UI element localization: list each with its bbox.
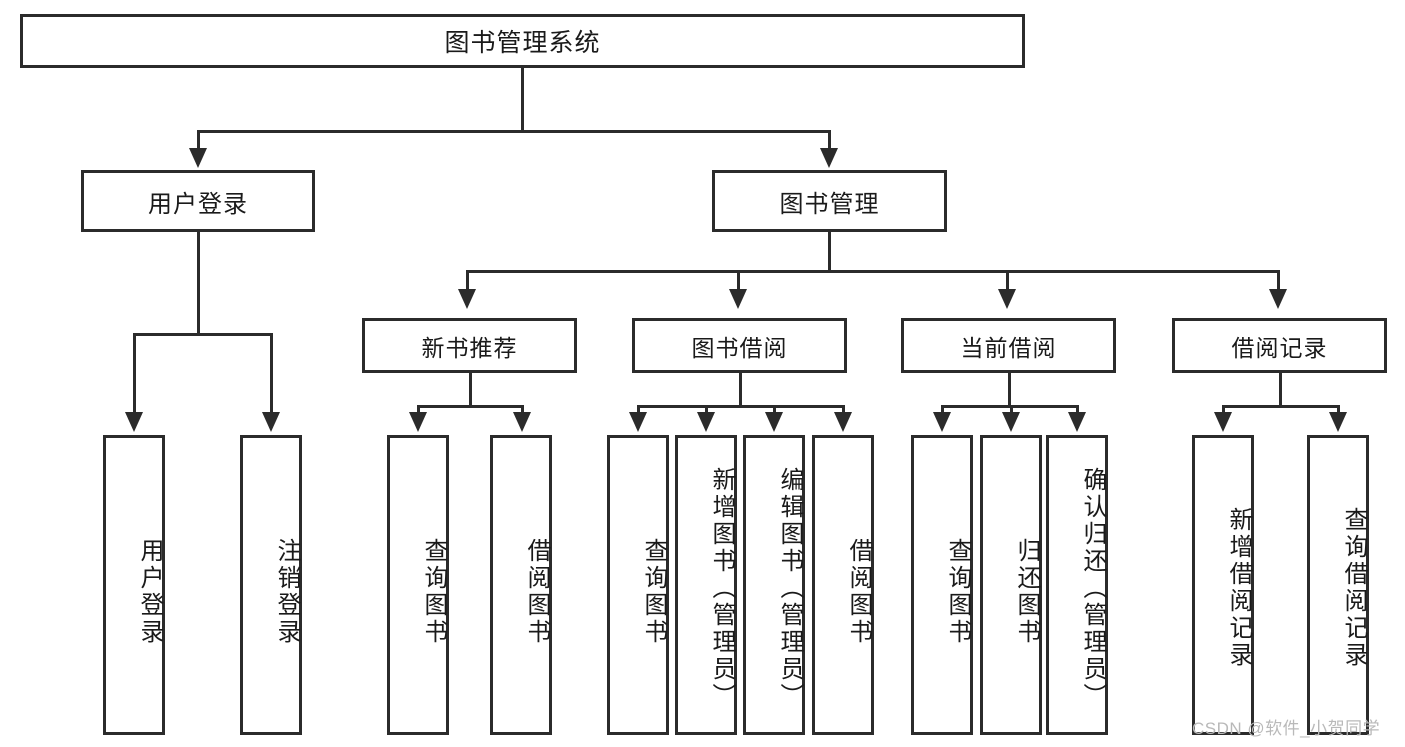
connector-book-mgmt-stem: [828, 232, 831, 272]
node-label: 图书管理: [779, 190, 880, 218]
node-label: 当前借阅: [960, 334, 1057, 361]
node-label: 图书管理系统: [444, 29, 601, 57]
node-label: 用户登录: [136, 538, 163, 646]
connector-root-to-book-mgmt: [828, 130, 831, 152]
node-label: 注销登录: [273, 538, 300, 646]
node-book-management[interactable]: 图书管理: [712, 170, 947, 232]
node-label: 新增图书（管理员）: [708, 466, 735, 710]
connector-book-mgmt-drop-1: [466, 270, 469, 292]
connector-user-login-drop-1: [133, 333, 136, 415]
arrowhead-current-borrow-leaf-2: [1002, 412, 1020, 432]
arrowhead-current-borrow-leaf-1: [933, 412, 951, 432]
connector-current-borrow-drop-3: [1076, 405, 1079, 417]
leaf-new-book-query-book[interactable]: 查询图书: [387, 435, 449, 735]
connector-current-borrow-drop-1: [941, 405, 944, 417]
node-label: 用户登录: [148, 190, 248, 218]
arrowhead-book-mgmt-child-2: [729, 289, 747, 309]
connector-book-borrow-stem: [739, 373, 742, 408]
node-new-book-recommend[interactable]: 新书推荐: [362, 318, 577, 373]
connector-book-mgmt-drop-4: [1277, 270, 1280, 292]
connector-current-borrow-drop-2: [1010, 405, 1013, 417]
node-label: 编辑图书（管理员）: [776, 466, 803, 710]
arrowhead-new-book-leaf-1: [409, 412, 427, 432]
leaf-book-borrow-add-book-admin[interactable]: 新增图书（管理员）: [675, 435, 737, 735]
connector-user-login-bus: [133, 333, 273, 336]
connector-book-borrow-drop-2: [705, 405, 708, 417]
arrowhead-current-borrow-leaf-3: [1068, 412, 1086, 432]
connector-current-borrow-stem: [1008, 373, 1011, 408]
node-label: 新增借阅记录: [1225, 507, 1252, 669]
connector-borrow-record-drop-2: [1337, 405, 1340, 417]
leaf-current-borrow-confirm-return-admin[interactable]: 确认归还（管理员）: [1046, 435, 1108, 735]
arrowhead-book-mgmt-child-3: [998, 289, 1016, 309]
arrowhead-book-borrow-leaf-3: [765, 412, 783, 432]
connector-book-mgmt-bus: [466, 270, 1278, 273]
connector-new-book-stem: [469, 373, 472, 408]
leaf-user-login-logout[interactable]: 注销登录: [240, 435, 302, 735]
arrowhead-book-borrow-leaf-4: [834, 412, 852, 432]
arrowhead-root-to-user-login: [189, 148, 207, 168]
arrowhead-user-login-leaf-2: [262, 412, 280, 432]
leaf-borrow-record-query-record[interactable]: 查询借阅记录: [1307, 435, 1369, 735]
node-user-login[interactable]: 用户登录: [81, 170, 315, 232]
connector-new-book-drop-2: [521, 405, 524, 417]
node-label: 归还图书: [1013, 538, 1040, 646]
connector-root-bus: [197, 130, 831, 133]
node-label: 查询图书: [944, 538, 971, 646]
arrowhead-book-mgmt-child-1: [458, 289, 476, 309]
node-label: 借阅记录: [1231, 334, 1328, 361]
leaf-current-borrow-query-book[interactable]: 查询图书: [911, 435, 973, 735]
node-label: 新书推荐: [421, 334, 518, 361]
connector-book-borrow-drop-1: [637, 405, 640, 417]
leaf-book-borrow-query-book[interactable]: 查询图书: [607, 435, 669, 735]
leaf-borrow-record-add-record[interactable]: 新增借阅记录: [1192, 435, 1254, 735]
connector-root-stem: [521, 68, 524, 132]
arrowhead-root-to-book-mgmt: [820, 148, 838, 168]
node-label: 图书借阅: [691, 334, 788, 361]
node-label: 借阅图书: [523, 538, 550, 646]
connector-borrow-record-stem: [1279, 373, 1282, 408]
leaf-book-borrow-edit-book-admin[interactable]: 编辑图书（管理员）: [743, 435, 805, 735]
leaf-new-book-borrow-book[interactable]: 借阅图书: [490, 435, 552, 735]
node-label: 查询借阅记录: [1340, 507, 1367, 669]
arrowhead-book-borrow-leaf-1: [629, 412, 647, 432]
node-label: 确认归还（管理员）: [1079, 466, 1106, 710]
connector-book-borrow-bus: [637, 405, 845, 408]
node-label: 借阅图书: [845, 538, 872, 646]
node-label: 查询图书: [640, 538, 667, 646]
connector-root-to-user-login: [197, 130, 200, 152]
connector-book-borrow-drop-4: [842, 405, 845, 417]
connector-new-book-drop-1: [417, 405, 420, 417]
leaf-book-borrow-borrow-book[interactable]: 借阅图书: [812, 435, 874, 735]
arrowhead-borrow-record-leaf-1: [1214, 412, 1232, 432]
connector-book-mgmt-drop-3: [1006, 270, 1009, 292]
leaf-user-login-login[interactable]: 用户登录: [103, 435, 165, 735]
connector-borrow-record-drop-1: [1222, 405, 1225, 417]
arrowhead-new-book-leaf-2: [513, 412, 531, 432]
connector-book-borrow-drop-3: [773, 405, 776, 417]
arrowhead-user-login-leaf-1: [125, 412, 143, 432]
node-book-borrow[interactable]: 图书借阅: [632, 318, 847, 373]
arrowhead-book-borrow-leaf-2: [697, 412, 715, 432]
connector-new-book-bus: [417, 405, 524, 408]
node-current-borrow[interactable]: 当前借阅: [901, 318, 1116, 373]
connector-user-login-drop-2: [270, 333, 273, 415]
connector-book-mgmt-drop-2: [737, 270, 740, 292]
arrowhead-book-mgmt-child-4: [1269, 289, 1287, 309]
connector-borrow-record-bus: [1222, 405, 1340, 408]
node-label: 查询图书: [420, 538, 447, 646]
node-borrow-record[interactable]: 借阅记录: [1172, 318, 1387, 373]
node-root-system[interactable]: 图书管理系统: [20, 14, 1025, 68]
leaf-current-borrow-return-book[interactable]: 归还图书: [980, 435, 1042, 735]
arrowhead-borrow-record-leaf-2: [1329, 412, 1347, 432]
connector-user-login-stem: [197, 232, 200, 335]
